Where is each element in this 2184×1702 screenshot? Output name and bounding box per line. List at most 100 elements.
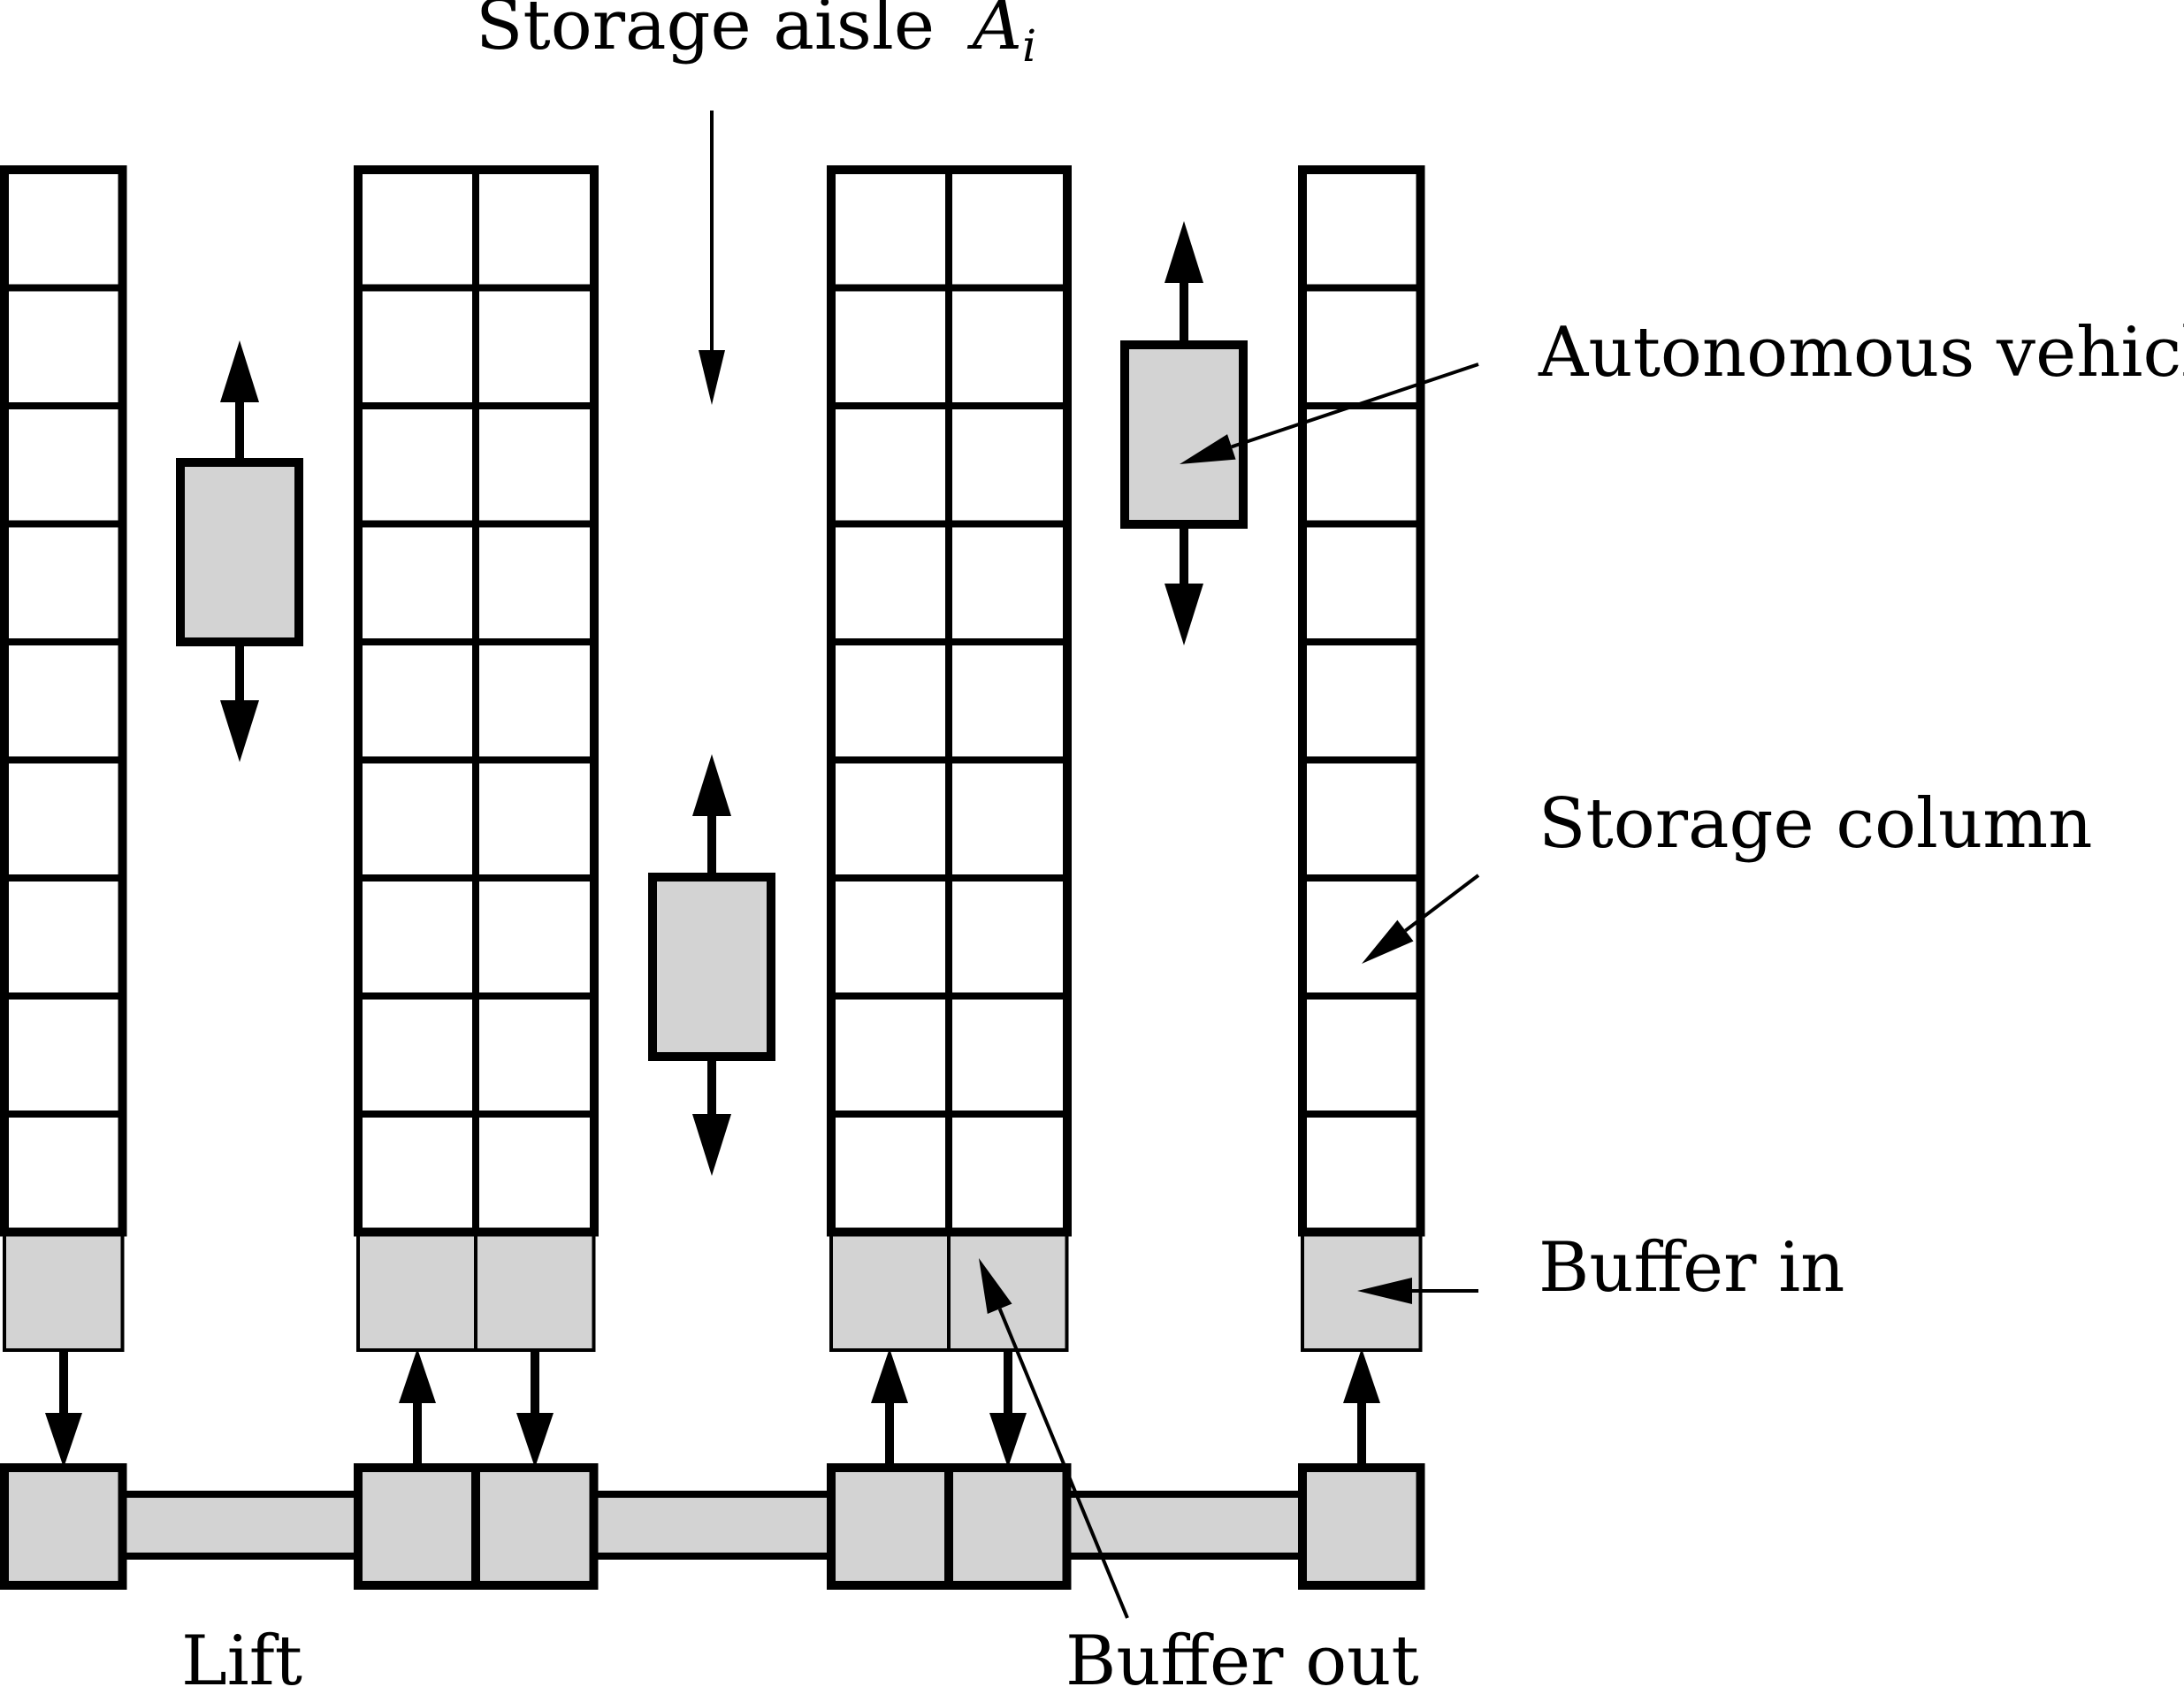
buffer-cell [829, 1230, 951, 1352]
buffer-out-pointer-arrow [979, 1258, 1129, 1619]
storage-cell [1, 520, 126, 645]
storage-cell [472, 402, 598, 528]
buffer-cell [474, 1230, 596, 1352]
column-group-outline [354, 165, 599, 1237]
arrowhead [979, 1258, 1012, 1315]
storage-cell [355, 992, 480, 1118]
storage-cell [355, 402, 480, 528]
storage-cell [1299, 992, 1424, 1118]
arrow-shaft [1404, 874, 1480, 933]
buffer-in-arrow [1343, 1348, 1380, 1468]
storage-cell [1, 874, 126, 1000]
storage-cell [355, 638, 480, 764]
autonomous-vehicle-label: Autonomous vehicle [1538, 313, 2184, 393]
storage-cell [945, 402, 1071, 528]
storage-columns [0, 165, 1425, 1352]
arrowhead [1165, 221, 1203, 283]
arrow-shaft [997, 1308, 1129, 1619]
storage-cell [945, 756, 1071, 882]
arrowhead [516, 1413, 554, 1468]
lift-box [1298, 1463, 1425, 1590]
arrowhead [989, 1413, 1027, 1468]
storage-cell [1, 1110, 126, 1236]
buffer-cell [356, 1230, 478, 1352]
storage-cell [1, 756, 126, 882]
arrowhead [692, 754, 731, 816]
storage-cell [472, 166, 598, 292]
storage-cell [945, 638, 1071, 764]
annotation-arrows [699, 111, 1480, 1619]
storage-column-pointer-arrow [1362, 874, 1480, 964]
arrow-shaft [1231, 363, 1479, 449]
storage-cell [945, 166, 1071, 292]
lift-box [471, 1463, 599, 1590]
storage-cell [1299, 166, 1424, 292]
vehicle-down-arrow [692, 1057, 731, 1176]
storage-cell [945, 992, 1071, 1118]
vehicle-up-arrow [220, 340, 259, 462]
storage-cell [1299, 1110, 1424, 1236]
storage-cell [472, 520, 598, 645]
storage-cell [945, 874, 1071, 1000]
arrowhead [220, 700, 259, 762]
arrowhead [871, 1348, 908, 1403]
storage-cell [472, 874, 598, 1000]
storage-cell [1, 638, 126, 764]
storage-cell [1299, 756, 1424, 882]
storage-cell [1299, 638, 1424, 764]
vehicle [1120, 340, 1248, 529]
storage-cell [355, 874, 480, 1000]
lift [0, 1463, 1425, 1590]
storage-column-label: Storage column [1539, 784, 2092, 864]
buffer-transfer-arrows [45, 1348, 1380, 1468]
storage-cell [828, 520, 953, 645]
storage-cell [828, 992, 953, 1118]
storage-cell [828, 638, 953, 764]
storage-cell [828, 284, 953, 409]
storage-cell [472, 638, 598, 764]
lift-rail [118, 1491, 1310, 1560]
storage-cell [1, 284, 126, 409]
lift-box [354, 1463, 481, 1590]
buffer-out-label: Buffer out [1065, 1622, 1419, 1701]
buffer-cell [3, 1230, 125, 1352]
vehicle-down-arrow [220, 642, 259, 762]
storage-cell [828, 402, 953, 528]
storage-cell [472, 1110, 598, 1236]
storage-aisle-arrow [699, 111, 725, 405]
arrowhead [399, 1348, 436, 1403]
buffer-out-arrow [516, 1348, 554, 1468]
storage-cell [828, 1110, 953, 1236]
lift-box [0, 1463, 127, 1590]
storage-aisle-label: Storage aisle Ai [476, 0, 1036, 72]
column-group-outline [827, 165, 1072, 1237]
storage-cell [355, 1110, 480, 1236]
lift-box [827, 1463, 954, 1590]
autonomous-vehicles [176, 221, 1248, 1176]
buffer-out-arrow [989, 1348, 1027, 1468]
storage-cell [828, 874, 953, 1000]
column-group-outline [1298, 165, 1425, 1237]
storage-cell [355, 284, 480, 409]
storage-cell [1, 166, 126, 292]
vehicle-up-arrow [692, 754, 731, 877]
storage-cell [945, 520, 1071, 645]
buffer-in-pointer-arrow [1357, 1278, 1478, 1304]
storage-cell [1, 992, 126, 1118]
arrowhead [45, 1413, 82, 1468]
storage-cell [355, 756, 480, 882]
storage-cell [472, 756, 598, 882]
arrowhead [692, 1114, 731, 1176]
storage-cell [1299, 520, 1424, 645]
arrowhead [1343, 1348, 1380, 1403]
arrowhead [1362, 920, 1414, 964]
vehicle-up-arrow [1165, 221, 1203, 345]
vehicle-pointer-arrow [1180, 363, 1479, 464]
arrowhead [1180, 434, 1236, 464]
lift-box [944, 1463, 1072, 1590]
lift-label: Lift [181, 1622, 302, 1701]
buffer-in-label: Buffer in [1539, 1228, 1844, 1308]
storage-cell [355, 520, 480, 645]
storage-cell [472, 992, 598, 1118]
